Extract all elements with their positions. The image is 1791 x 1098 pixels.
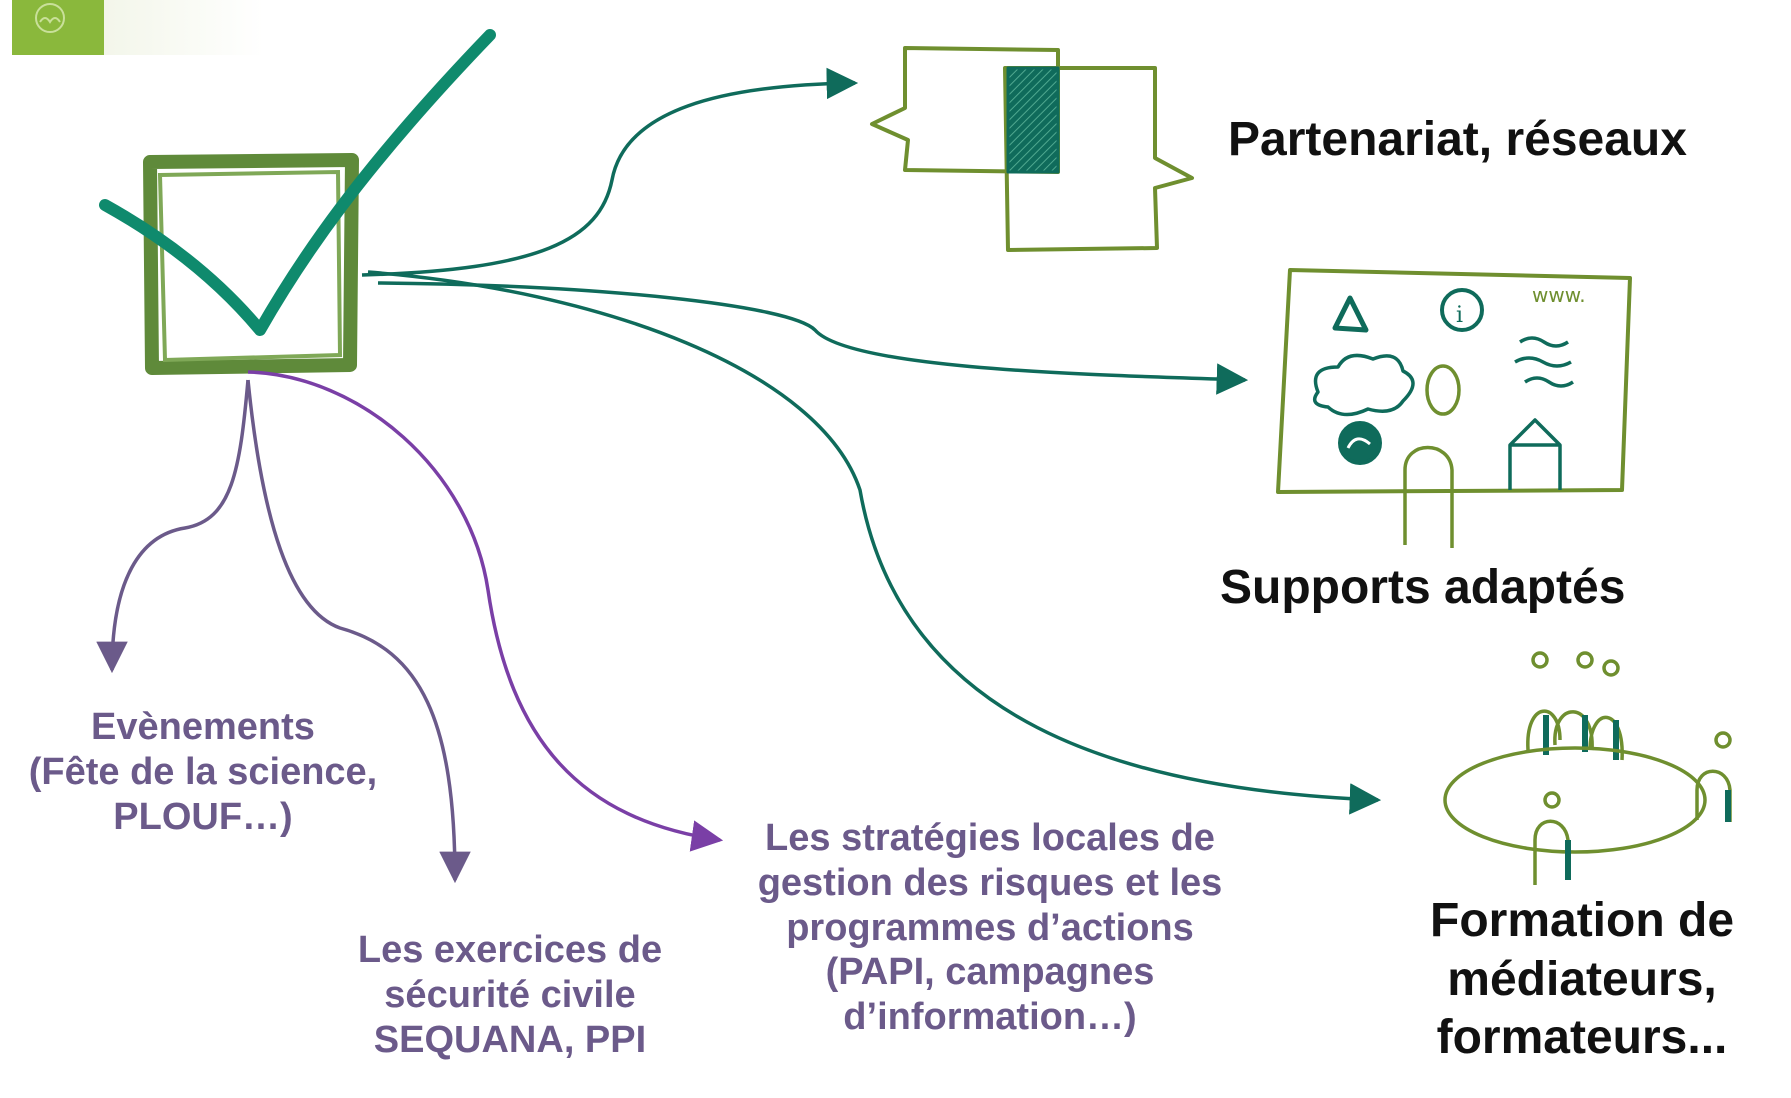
connector-training xyxy=(367,270,1382,815)
label-line: Supports adaptés xyxy=(1220,561,1626,614)
label-line: PLOUF…) xyxy=(113,795,293,838)
svg-text:www.: www. xyxy=(1532,283,1586,307)
label-line: Formation de xyxy=(1430,894,1735,947)
label-line: d’information…) xyxy=(843,996,1137,1039)
label-line: SEQUANA, PPI xyxy=(373,1018,647,1061)
label-exercises: Les exercices de sécurité civile SEQUANA… xyxy=(340,928,680,1062)
label-line: Evènements xyxy=(91,706,315,748)
label-line: gestion des risques et les xyxy=(757,861,1223,904)
label-supports: Supports adaptés xyxy=(1220,560,1625,617)
meeting-table-icon xyxy=(1443,651,1732,885)
label-line: Partenariat, réseaux xyxy=(1228,113,1687,166)
label-training: Formation de médiateurs, formateurs... xyxy=(1430,892,1734,1068)
checkbox-check-icon xyxy=(99,29,496,375)
label-line: (PAPI, campagnes xyxy=(825,951,1155,994)
label-line: sécurité civile xyxy=(384,973,636,1016)
svg-text:i: i xyxy=(1456,303,1463,328)
connector-supports xyxy=(377,281,1249,395)
information-board-icon: i www. xyxy=(1276,268,1632,548)
label-line: (Fête de la science, xyxy=(28,750,378,793)
connector-events xyxy=(96,379,250,674)
label-line: formateurs... xyxy=(1436,1011,1728,1065)
connector-strategies xyxy=(247,370,724,852)
label-line: programmes d’actions xyxy=(786,906,1194,949)
label-partnership: Partenariat, réseaux xyxy=(1228,112,1687,169)
label-line: Les exercices de xyxy=(357,929,663,971)
connector-partnership xyxy=(361,67,859,277)
logo-badge-icon xyxy=(12,0,104,55)
puzzle-pieces-icon xyxy=(870,46,1194,252)
label-strategies: Les stratégies locales de gestion des ri… xyxy=(735,816,1245,1040)
label-line: médiateurs, xyxy=(1447,952,1717,1006)
label-line: Les stratégies locales de xyxy=(765,817,1215,859)
logo-banner xyxy=(104,0,264,55)
label-events: Evènements (Fête de la science, PLOUF…) xyxy=(8,705,398,839)
connector-exercises xyxy=(246,379,471,884)
